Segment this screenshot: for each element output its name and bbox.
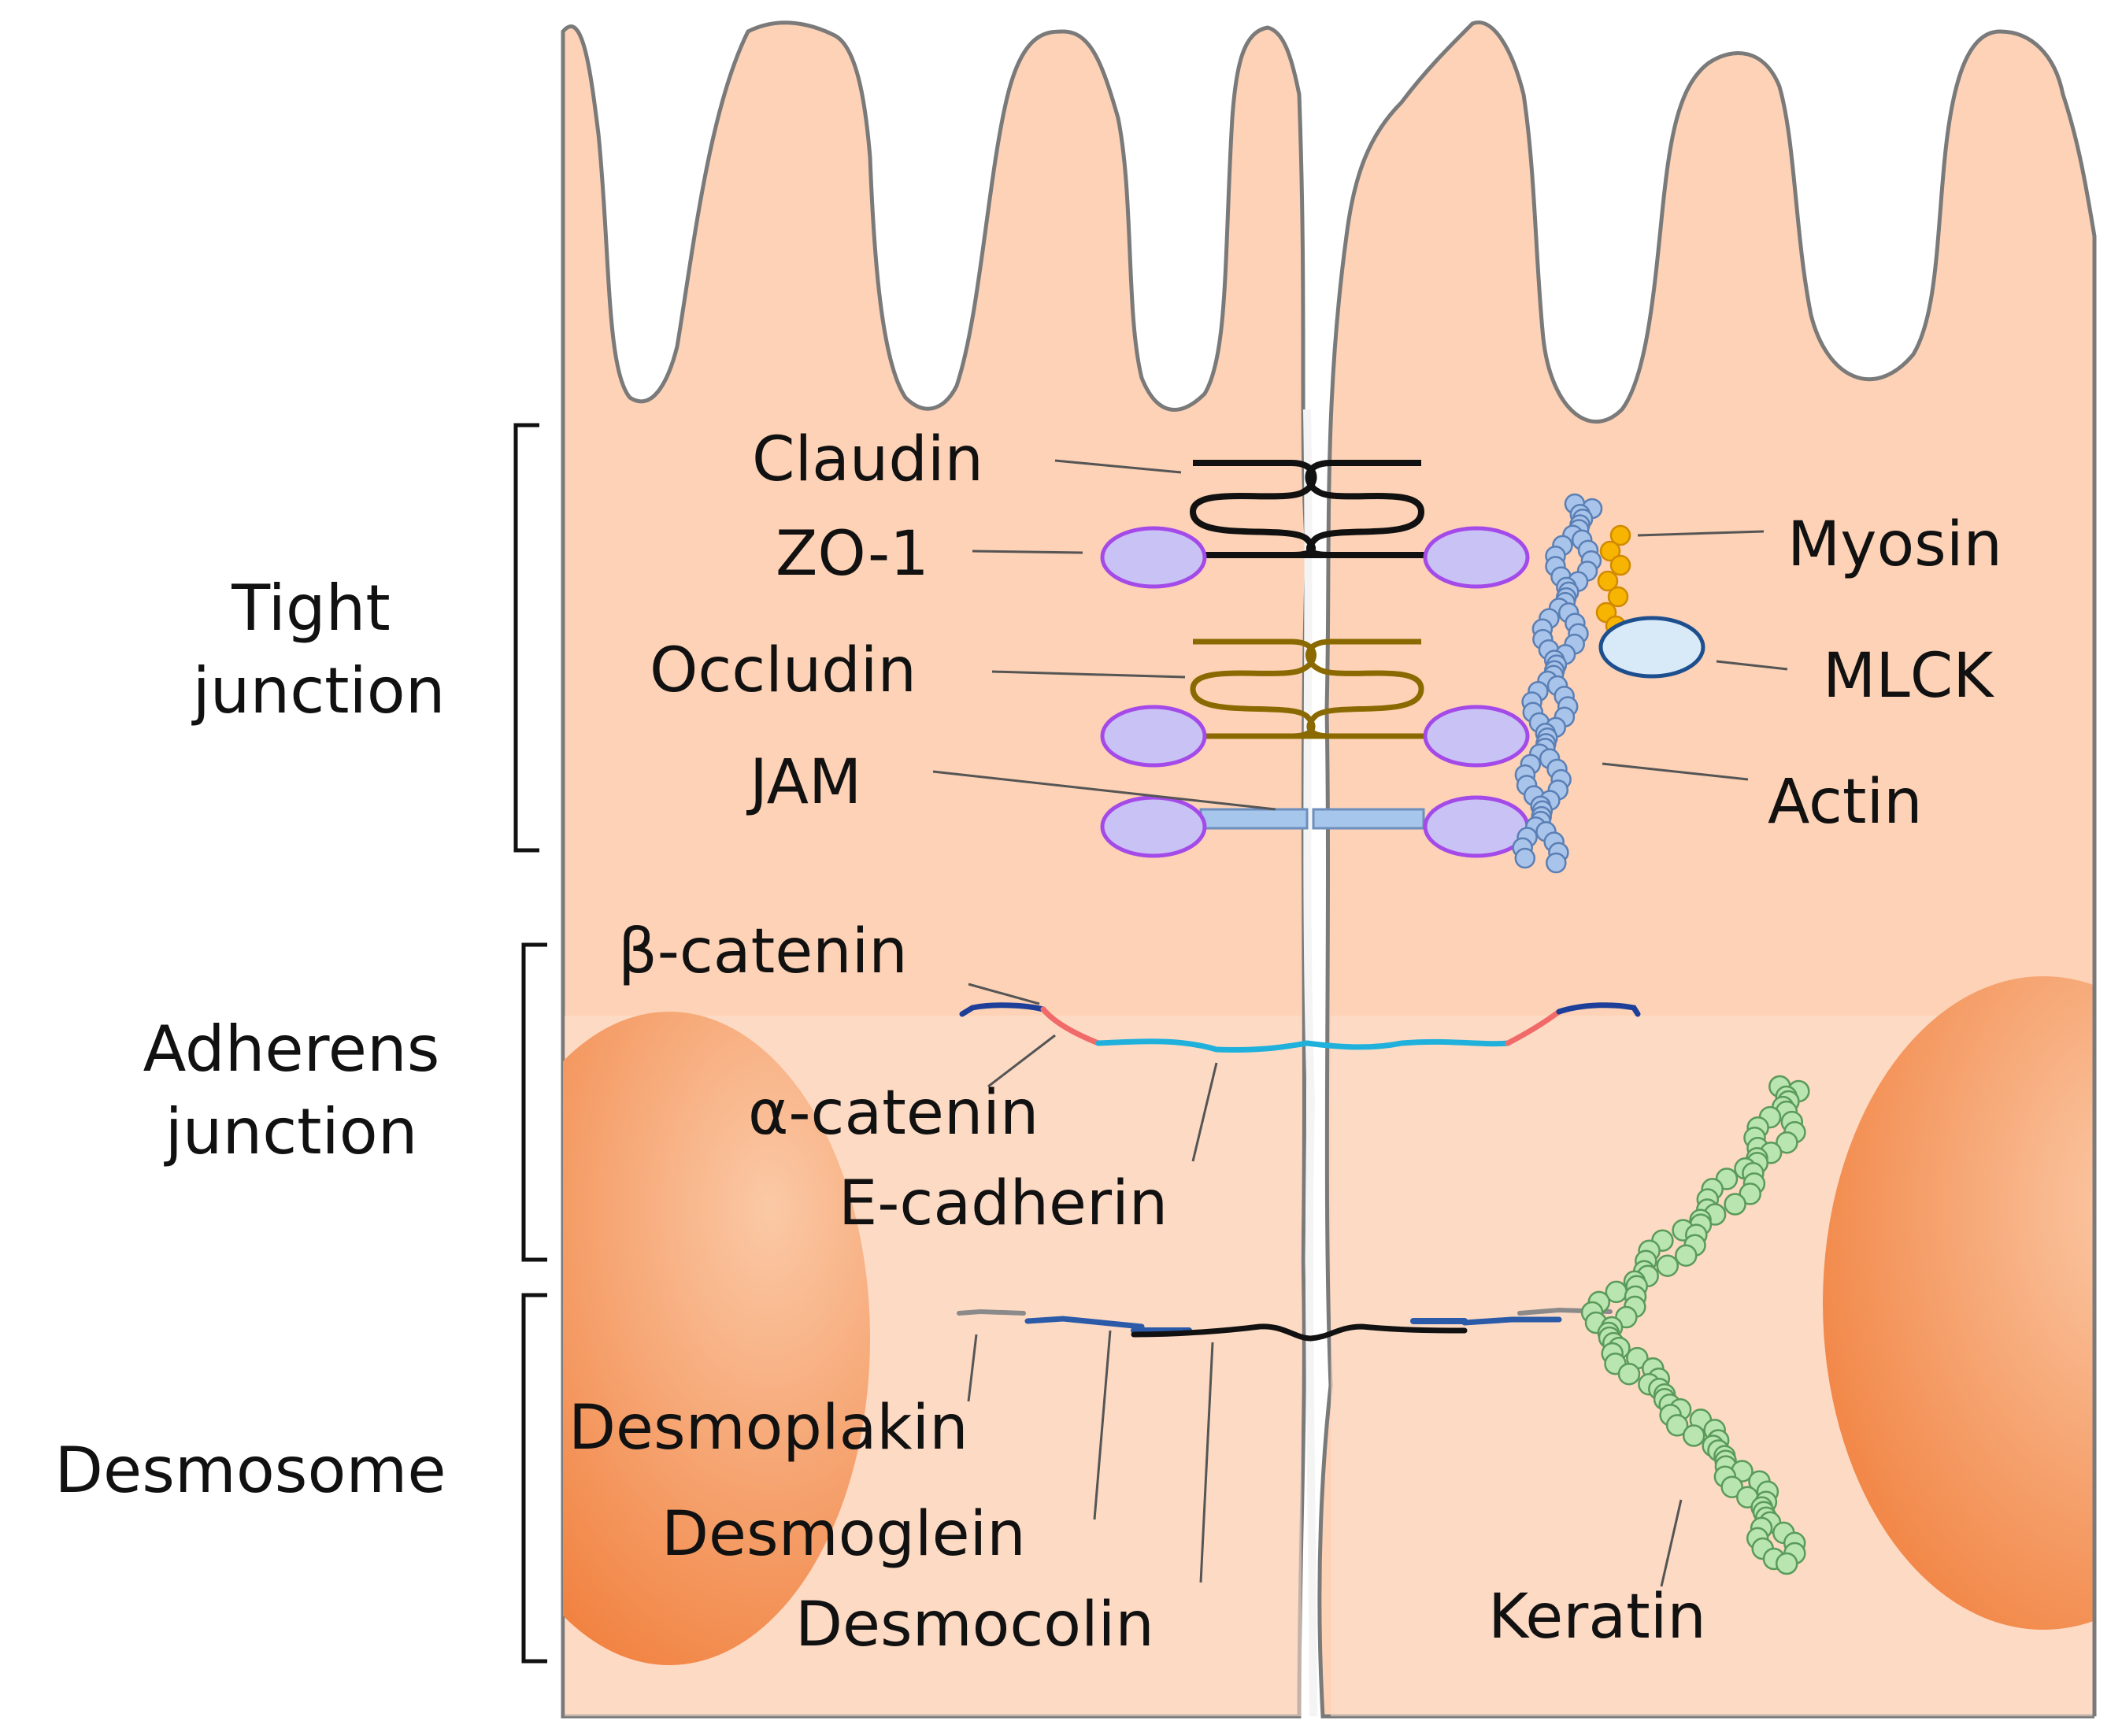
myosin-bead bbox=[1599, 540, 1621, 562]
e-cadherin-strand bbox=[1095, 1038, 1511, 1053]
actin-filament bbox=[1512, 493, 1603, 874]
label-keratin: Keratin bbox=[1488, 1582, 1706, 1653]
right-nucleus bbox=[1823, 976, 2122, 1630]
beta-catenin-left bbox=[959, 1002, 1046, 1017]
section-desmosome: Desmosome bbox=[54, 1434, 446, 1507]
leader-alpha-catenin bbox=[987, 1034, 1056, 1088]
left-nucleus bbox=[563, 1012, 870, 1665]
leader-mlck bbox=[1716, 660, 1788, 671]
desmoglein-right bbox=[1461, 1316, 1562, 1326]
actin-bead bbox=[1514, 847, 1536, 869]
leader-zo1 bbox=[972, 550, 1083, 554]
leader-claudin bbox=[1054, 459, 1182, 474]
label-occludin: Occludin bbox=[650, 635, 917, 706]
leader-keratin bbox=[1660, 1499, 1683, 1587]
keratin-bead bbox=[1675, 1244, 1698, 1267]
leader-myosin bbox=[1637, 530, 1765, 537]
label-zo1: ZO-1 bbox=[776, 519, 929, 590]
label-desmocolin: Desmocolin bbox=[795, 1590, 1154, 1660]
keratin-bead bbox=[1775, 1552, 1798, 1575]
zo1-ellipse bbox=[1423, 526, 1530, 589]
label-desmoplakin: Desmoplakin bbox=[568, 1393, 968, 1464]
jam-bar bbox=[1199, 808, 1425, 830]
zo1-ellipse bbox=[1100, 526, 1207, 589]
desmoplakin-left bbox=[957, 1308, 1026, 1316]
leader-actin bbox=[1602, 762, 1749, 781]
myosin-bead bbox=[1609, 554, 1631, 576]
alpha-catenin-right bbox=[1505, 1009, 1562, 1046]
mlck-ellipse bbox=[1598, 616, 1705, 679]
bracket-desmosome bbox=[521, 1293, 547, 1664]
bracket-tight-junction bbox=[513, 423, 539, 853]
label-desmoglein: Desmoglein bbox=[661, 1499, 1026, 1570]
alpha-catenin-left bbox=[1040, 1006, 1102, 1046]
desmocolin-strand bbox=[1131, 1323, 1468, 1342]
leader-jam bbox=[932, 770, 1276, 811]
label-actin: Actin bbox=[1768, 767, 1923, 838]
myosin-bead bbox=[1609, 524, 1631, 546]
leader-desmoplakin bbox=[967, 1334, 978, 1402]
claudin-strand bbox=[1189, 460, 1433, 558]
label-mlck: MLCK bbox=[1823, 641, 1994, 712]
keratin-bead bbox=[1720, 1475, 1743, 1498]
occludin-strand bbox=[1190, 639, 1433, 739]
label-claudin: Claudin bbox=[752, 424, 983, 495]
label-beta-catenin: β-catenin bbox=[618, 916, 908, 987]
label-alpha-catenin: α-catenin bbox=[748, 1078, 1039, 1149]
leader-desmocolin bbox=[1199, 1342, 1214, 1583]
myosin-bead bbox=[1597, 570, 1619, 592]
keratin-bead bbox=[1656, 1254, 1679, 1277]
zo1-ellipse bbox=[1100, 705, 1207, 768]
beta-catenin-right bbox=[1556, 1002, 1641, 1017]
leader-lines bbox=[932, 459, 1788, 1587]
intercellular-space bbox=[1303, 409, 1317, 1717]
label-myosin: Myosin bbox=[1787, 509, 2002, 580]
actin-bead bbox=[1546, 852, 1567, 874]
myosin-bead bbox=[1607, 586, 1629, 608]
section-adherens-line1: Adherens bbox=[143, 1012, 440, 1086]
keratin-bead bbox=[1617, 1362, 1641, 1386]
right-edge-mask bbox=[2094, 945, 2122, 1732]
desmoglein-left bbox=[1024, 1316, 1145, 1330]
zo1-group bbox=[1100, 526, 1530, 858]
leader-beta-catenin bbox=[968, 983, 1040, 1005]
bracket-adherens-junction bbox=[521, 942, 547, 1262]
zo1-ellipse bbox=[1423, 705, 1530, 768]
section-tight-line1: Tight bbox=[231, 572, 390, 645]
keratin-bead bbox=[1724, 1193, 1746, 1216]
leader-desmoglein bbox=[1093, 1330, 1112, 1520]
section-adherens-line2: junction bbox=[164, 1095, 418, 1168]
zo1-ellipse bbox=[1100, 795, 1207, 858]
adherens-complex bbox=[959, 1002, 1641, 1053]
section-tight-line2: junction bbox=[191, 654, 446, 727]
label-e-cadherin: E-cadherin bbox=[839, 1168, 1168, 1239]
leader-occludin bbox=[991, 670, 1186, 679]
label-jam: JAM bbox=[746, 747, 861, 818]
keratin-bead bbox=[1776, 1131, 1798, 1154]
keratin-bead bbox=[1682, 1424, 1705, 1447]
keratin-filament bbox=[1580, 1075, 1810, 1575]
keratin-bead bbox=[1665, 1414, 1689, 1437]
leader-e-cadherin bbox=[1191, 1062, 1218, 1162]
